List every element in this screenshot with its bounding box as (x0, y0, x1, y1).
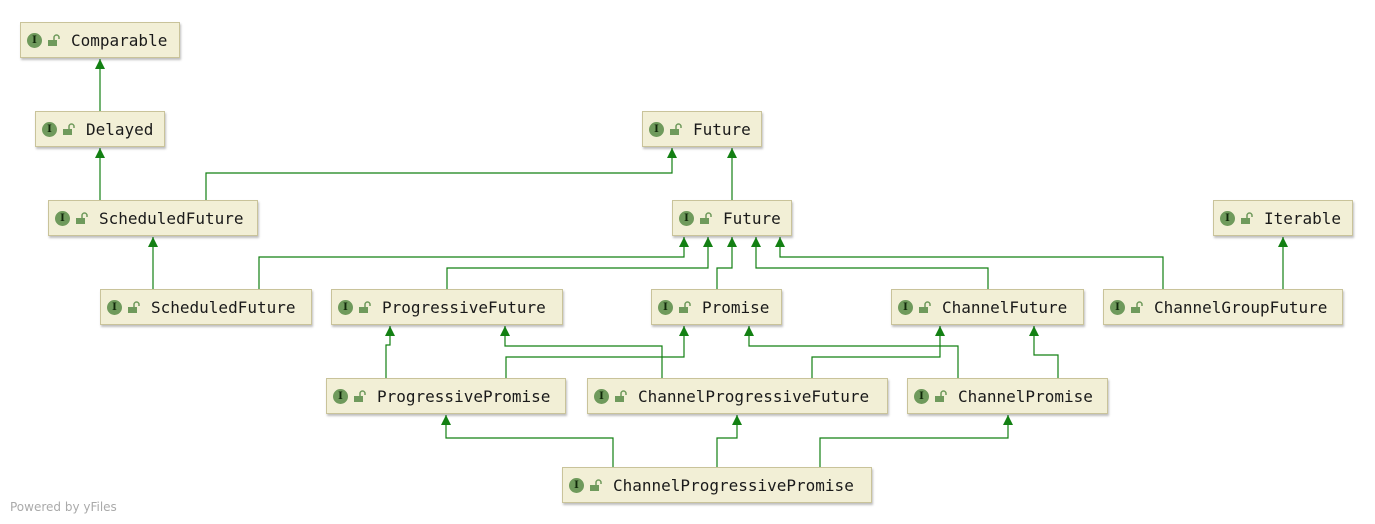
interface-icon: I (898, 299, 913, 315)
edge-channelfuture-future (751, 237, 989, 289)
node-label: Future (693, 119, 751, 139)
node-label: ScheduledFuture (99, 208, 244, 228)
node-progressivepromise[interactable]: I ProgressivePromise (326, 378, 566, 414)
node-channelfuture[interactable]: I ChannelFuture (891, 289, 1084, 325)
node-iterable[interactable]: I Iterable (1213, 200, 1353, 236)
edge-progressivefuture-future (446, 237, 713, 289)
node-label: Delayed (86, 119, 154, 139)
node-label: ScheduledFuture (151, 297, 296, 317)
node-channelpromise[interactable]: I ChannelPromise (907, 378, 1108, 414)
node-label: Future (723, 208, 781, 228)
unlocked-icon (935, 390, 947, 402)
unlocked-icon (63, 123, 75, 135)
edge-channelpromise-channelfuture (1029, 326, 1059, 378)
node-label: Promise (702, 297, 770, 317)
node-label: ChannelProgressivePromise (613, 475, 854, 495)
edge-nscheduledfuture-future (258, 237, 689, 289)
unlocked-icon (354, 390, 366, 402)
node-label: ChannelFuture (942, 297, 1068, 317)
edge-progressivepromise-progressivefuture (385, 326, 395, 378)
node-scheduledfuture-netty[interactable]: I ScheduledFuture (100, 289, 312, 325)
unlocked-icon (128, 301, 140, 313)
unlocked-icon (700, 212, 712, 224)
node-label: ProgressiveFuture (382, 297, 546, 317)
edge-channelgroupfuture-future (775, 237, 1164, 289)
interface-icon: I (1110, 299, 1125, 315)
unlocked-icon (1131, 301, 1143, 313)
interface-icon: I (594, 388, 609, 404)
powered-by-footer: Powered by yFiles (10, 500, 117, 514)
node-promise[interactable]: I Promise (651, 289, 782, 325)
node-future-java[interactable]: I Future (642, 111, 762, 147)
interface-icon: I (42, 121, 57, 137)
interface-icon: I (569, 477, 584, 493)
edge-progressivepromise-promise (505, 326, 689, 378)
interface-icon: I (658, 299, 673, 315)
interface-icon: I (679, 210, 694, 226)
interface-icon: I (1220, 210, 1235, 226)
interface-icon: I (914, 388, 929, 404)
unlocked-icon (670, 123, 682, 135)
interface-icon: I (27, 32, 42, 48)
unlocked-icon (919, 301, 931, 313)
node-channelprogressivefuture[interactable]: I ChannelProgressiveFuture (587, 378, 888, 414)
node-channelgroupfuture[interactable]: I ChannelGroupFuture (1103, 289, 1343, 325)
unlocked-icon (1241, 212, 1253, 224)
unlocked-icon (359, 301, 371, 313)
node-label: ChannelProgressiveFuture (638, 386, 870, 406)
node-progressivefuture[interactable]: I ProgressiveFuture (331, 289, 563, 325)
edge-cpfuture-progressivefuture (500, 326, 663, 378)
node-scheduledfuture-java[interactable]: I ScheduledFuture (48, 200, 258, 236)
edge-promise-future (716, 237, 737, 289)
edge-scheduledfuture-future (205, 148, 677, 200)
interface-icon: I (333, 388, 348, 404)
node-label: Comparable (71, 30, 168, 50)
interface-icon: I (55, 210, 70, 226)
edge-cppromise-channelpromise (819, 415, 1013, 467)
edge-cpfuture-channelfuture (811, 326, 945, 378)
interface-icon: I (338, 299, 353, 315)
node-label: Iterable (1264, 208, 1342, 228)
node-delayed[interactable]: I Delayed (35, 111, 165, 147)
edge-channelpromise-promise (744, 326, 959, 378)
unlocked-icon (590, 479, 602, 491)
node-future-netty[interactable]: I Future (672, 200, 792, 236)
unlocked-icon (76, 212, 88, 224)
unlocked-icon (48, 34, 60, 46)
unlocked-icon (615, 390, 627, 402)
interface-icon: I (649, 121, 664, 137)
node-channelprogressivepromise[interactable]: I ChannelProgressivePromise (562, 467, 872, 503)
node-comparable[interactable]: I Comparable (20, 22, 180, 58)
edge-cppromise-cpfuture (716, 415, 742, 467)
edge-cppromise-progressivepromise (441, 415, 614, 467)
unlocked-icon (679, 301, 691, 313)
node-label: ChannelPromise (958, 386, 1093, 406)
interface-icon: I (107, 299, 122, 315)
node-label: ProgressivePromise (377, 386, 551, 406)
node-label: ChannelGroupFuture (1154, 297, 1328, 317)
